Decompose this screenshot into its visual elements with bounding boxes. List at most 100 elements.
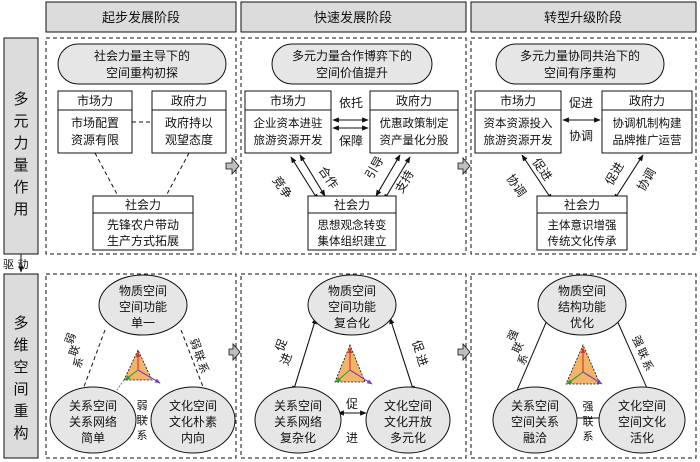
svg-text:促: 促: [273, 337, 290, 353]
stage2-market-line2: 旅游资源开发: [254, 133, 323, 147]
s2-relation-line3: 复杂化: [280, 431, 316, 445]
panel-forces-stage-3: [470, 37, 697, 255]
spaces-side-label: [3, 273, 39, 459]
spaces-char-2: 维: [13, 336, 28, 354]
svg-text:联: 联: [510, 340, 526, 355]
forces-side-label: [3, 37, 39, 255]
s2-physical-line2: 空间功能: [328, 300, 376, 314]
s1-edge-bottom-label: 弱 联 系: [137, 399, 148, 442]
panel-spaces-stage-1: [45, 273, 237, 459]
forces-char-1: 多: [13, 90, 28, 108]
stage-transition-arrow-bottom-2: [457, 342, 471, 362]
s1-culture-line3: 内向: [181, 430, 205, 445]
stage3-edge-right-a: 促进: [602, 160, 626, 188]
s1-relation-space: [49, 386, 137, 454]
s2-physical-line1: 物质空间: [328, 284, 376, 298]
s3-culture-line2: 空间文化: [618, 414, 666, 429]
stage2-market-line1: 企业资本进驻: [254, 116, 323, 130]
s2-culture-line2: 文化开放: [384, 414, 432, 429]
s1-culture-space: [150, 386, 236, 454]
stage1-gov-name: 政府力: [171, 93, 207, 108]
panel-spaces-stage-2: [240, 273, 467, 459]
stage3-edge-top-b: 协调: [569, 128, 593, 143]
stage2-edge-right-a: 引导: [362, 154, 386, 182]
svg-text:弱: 弱: [137, 399, 148, 412]
svg-text:进: 进: [278, 351, 295, 367]
stage1-market-box: [57, 90, 133, 154]
s1-physical-line2: 空间功能: [119, 300, 167, 314]
s3-triangle-icon: [565, 343, 603, 385]
stage3-social-line1: 主体意识增强: [548, 218, 617, 232]
stage3-market-box: [474, 90, 562, 154]
stage3-market-social-arrow: [521, 154, 553, 201]
stage1-market-social-link: [94, 152, 119, 197]
stage1-market-line2: 资源有限: [71, 133, 119, 147]
s2-culture-space: [365, 386, 451, 454]
s1-physical-line3: 单一: [131, 316, 155, 330]
svg-text:弱: 弱: [63, 331, 79, 346]
stage2-gov-line1: 优惠政策制定: [380, 116, 449, 130]
s1-edge-right-label: 弱 联 系: [187, 337, 211, 376]
stage-header-2: [240, 1, 467, 33]
s1-physical-space: [98, 274, 188, 336]
spaces-char-5: 重: [13, 402, 28, 420]
s3-physical-line3: 优化: [570, 316, 594, 330]
stage3-gov-line1: 协调机制构建: [613, 116, 682, 130]
s2-edge-left-label: 促 进: [273, 337, 295, 367]
s3-culture-space: [598, 386, 686, 454]
s2-physical-space: [307, 274, 397, 336]
s3-culture-line3: 活化: [630, 431, 654, 445]
s2-physical-line3: 复合化: [334, 315, 370, 330]
svg-text:系: 系: [583, 430, 594, 443]
forces-char-6: 用: [13, 200, 28, 218]
drive-label: 驱 动: [3, 258, 29, 271]
stage3-social-box: [536, 195, 628, 251]
s3-relation-line2: 空间关系: [511, 415, 559, 429]
s3-physical-line2: 结构功能: [558, 299, 606, 314]
stage3-edge-right-b: 协调: [634, 165, 659, 193]
svg-text:强: 强: [629, 334, 645, 349]
stage1-gov-social-link: [165, 152, 190, 197]
stage2-edge-bottom-label: 保障: [339, 133, 363, 148]
s2-edge-right-label: 促 进: [409, 338, 430, 368]
forces-char-3: 力: [13, 134, 28, 152]
stage3-gov-line2: 品牌推广运营: [613, 133, 682, 147]
stage1-social-name: 社会力: [125, 197, 161, 212]
stage2-social-line2: 集体组织建立: [318, 234, 387, 248]
spaces-char-6: 构: [13, 424, 28, 442]
s2-edge-bottom-b: 进: [346, 431, 358, 445]
stage3-force-title-line2: 空间有序重构: [544, 65, 616, 80]
stage-header-2-label: 快速发展阶段: [314, 10, 392, 26]
svg-text:促: 促: [409, 338, 426, 354]
s2-relation-line1: 关系空间: [274, 399, 322, 413]
s1-relation-line3: 简单: [81, 431, 105, 445]
stage1-social-line1: 先锋农户带动: [107, 217, 179, 232]
stage2-market-social-arrow-b: [290, 156, 319, 201]
s2-phys-rel-arrow: [292, 317, 317, 393]
stage1-force-title-line2: 空间重构初探: [106, 65, 178, 80]
s1-relation-line1: 关系空间: [69, 399, 117, 413]
s2-culture-line1: 文化空间: [384, 398, 432, 413]
s3-edge-left-label: 强 联 系: [505, 328, 531, 367]
stage2-force-title-line1: 多元力量合作博弈下的: [292, 48, 412, 63]
stage3-market-line1: 资本资源投入: [484, 116, 553, 130]
s1-edge-left-label: 弱 联 系: [63, 331, 87, 370]
svg-text:联: 联: [634, 346, 650, 361]
stage1-gov-box: [151, 90, 227, 154]
svg-text:联: 联: [191, 349, 207, 364]
forces-char-2: 元: [13, 112, 28, 130]
stage3-social-name: 社会力: [564, 197, 600, 212]
stage1-market-line1: 市场配置: [71, 115, 119, 130]
s2-relation-space: [254, 386, 342, 454]
s3-edge-right-label: 强 联 系: [629, 334, 655, 373]
stage1-social-box: [92, 195, 194, 251]
stage2-social-name: 社会力: [334, 197, 370, 212]
stage2-force-title-line2: 空间价值提升: [316, 65, 388, 80]
s1-physical-line1: 物质空间: [119, 284, 167, 298]
stage1-force-title-line1: 社会力量主导下的: [94, 48, 190, 63]
stage2-edge-left-b: 竞争: [270, 174, 295, 202]
s3-relation-line1: 关系空间: [511, 399, 559, 413]
s2-triangle-icon: [334, 343, 373, 385]
